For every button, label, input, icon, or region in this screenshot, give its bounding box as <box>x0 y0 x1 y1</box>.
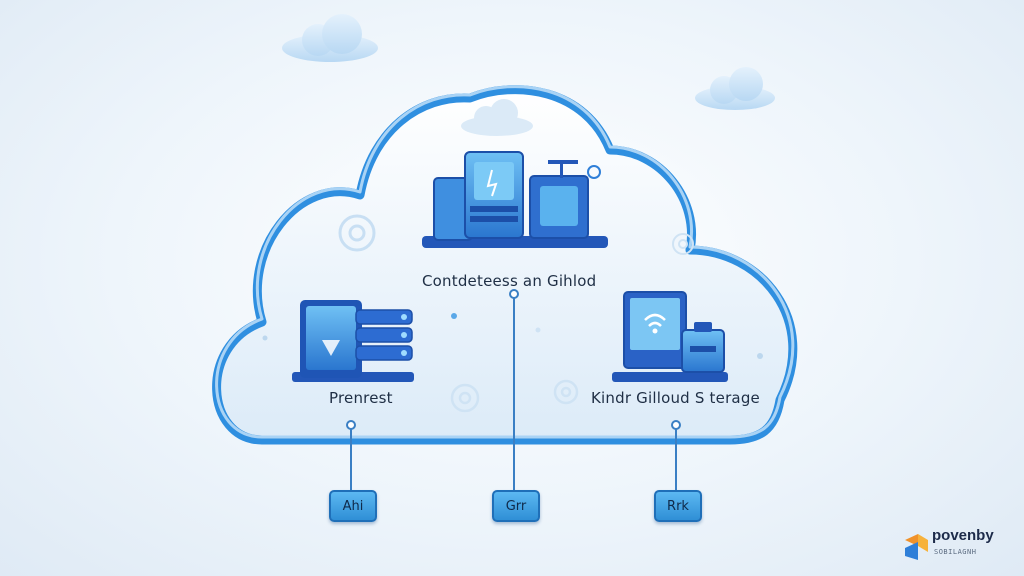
brand-logo-icon <box>905 534 928 560</box>
gear-icon <box>672 233 694 255</box>
connector-left <box>346 420 356 490</box>
gear-icon <box>553 379 579 405</box>
brand-name: povenby <box>932 527 994 544</box>
central-server-icon <box>422 151 608 248</box>
brand-tagline: SOBILAGNH <box>934 548 977 556</box>
main-cloud-shape <box>212 85 798 445</box>
sky-cloud-icon <box>282 14 378 62</box>
gear-icon <box>338 214 376 252</box>
inner-cloud-icon <box>461 99 533 136</box>
sky-cloud-icon <box>695 67 775 110</box>
connector-right <box>671 420 681 490</box>
dot-icon <box>262 335 268 341</box>
port-left[interactable]: Ahi <box>329 490 377 522</box>
dot-icon <box>535 327 541 333</box>
brand-badge: povenby SOBILAGNH <box>902 524 1018 568</box>
dot-icon <box>451 313 457 319</box>
dot-icon <box>757 353 763 359</box>
connector-center <box>509 289 519 490</box>
port-right[interactable]: Rrk <box>654 490 702 522</box>
right-node-label: Kindr Gilloud S terage <box>591 389 760 407</box>
right-device-icon <box>612 291 728 382</box>
left-device-icon <box>292 300 414 382</box>
gear-icon <box>450 383 480 413</box>
port-center[interactable]: Grr <box>492 490 540 522</box>
left-node-label: Prenrest <box>329 389 393 407</box>
center-node-label: Contdeteess an Gihlod <box>422 272 597 290</box>
